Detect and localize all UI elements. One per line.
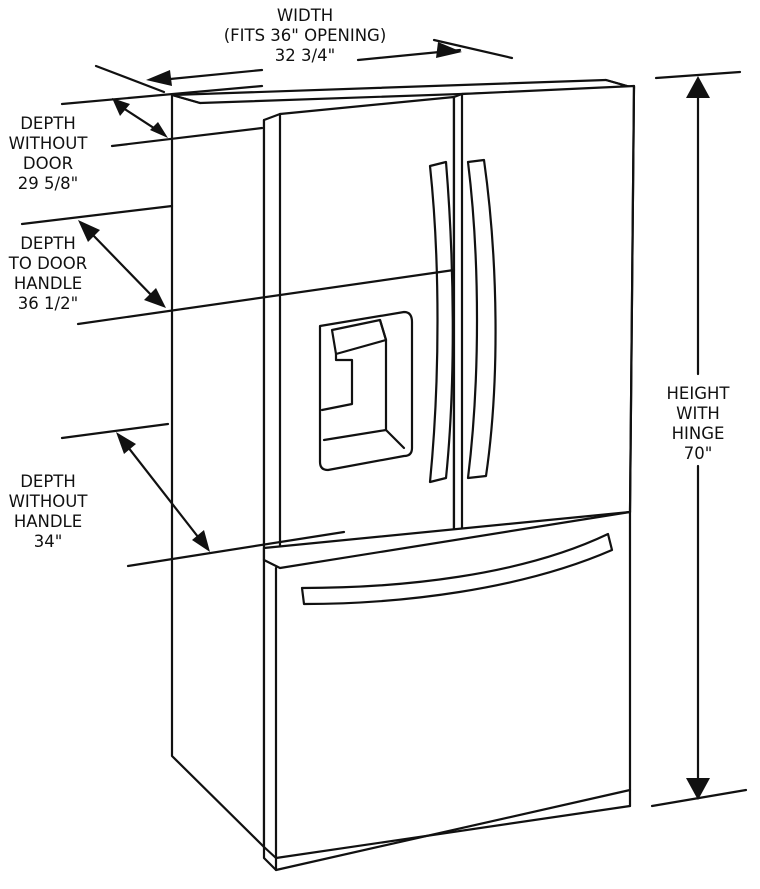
height-dimension (650, 70, 748, 808)
depth-to-door-handle-label: DEPTH TO DOOR HANDLE 36 1/2" (0, 234, 96, 314)
width-label-line2: (FITS 36" OPENING) (223, 26, 387, 45)
height-with-hinge-line3: HINGE (671, 424, 725, 443)
depth-without-handle-line3: HANDLE (13, 512, 83, 531)
right-french-door (452, 84, 636, 546)
depth-without-door-arrow-top (112, 98, 130, 116)
refrigerator (170, 78, 636, 872)
depth-without-door-line2: WITHOUT (8, 134, 88, 153)
height-with-hinge-value: 70" (683, 444, 713, 463)
width-label-line1: WIDTH (276, 6, 334, 25)
left-door-handle (428, 160, 454, 484)
fridge-left-side (170, 93, 266, 849)
depth-without-handle-arrow-top (116, 432, 136, 454)
depth-to-door-handle-dimension (20, 204, 456, 326)
height-with-hinge-line2: WITH (676, 404, 720, 423)
width-dimension (94, 38, 514, 94)
right-door-handle (466, 158, 497, 480)
water-dispenser (318, 310, 414, 472)
depth-without-door-line3: DOOR (22, 154, 74, 173)
width-label: WIDTH (FITS 36" OPENING) 32 3/4" (210, 6, 400, 66)
freezer-drawer-handle (300, 532, 614, 606)
depth-without-handle-line1: DEPTH (20, 472, 76, 491)
depth-to-door-handle-line2: TO DOOR (8, 254, 88, 273)
depth-without-handle-arrow-bottom (192, 530, 210, 552)
height-with-hinge-label: HEIGHT WITH HINGE 70" (652, 384, 744, 464)
height-with-hinge-line1: HEIGHT (666, 384, 730, 403)
depth-to-door-handle-arrow-bottom (144, 288, 166, 308)
depth-without-handle-line2: WITHOUT (8, 492, 88, 511)
depth-to-door-handle-arrow-top (78, 220, 100, 242)
depth-without-door-value: 29 5/8" (17, 174, 79, 193)
height-arrow-top (686, 76, 710, 98)
depth-without-door-arrow-bottom (150, 122, 168, 138)
depth-without-handle-dimension (60, 422, 346, 568)
width-arrow-left (146, 70, 172, 86)
width-label-value: 32 3/4" (274, 46, 336, 65)
depth-without-door-line1: DEPTH (20, 114, 76, 133)
freezer-drawer (262, 510, 632, 872)
depth-without-door-dimension (60, 84, 264, 148)
width-arrow-right (436, 42, 462, 58)
depth-to-door-handle-value: 36 1/2" (17, 294, 79, 313)
depth-without-handle-label: DEPTH WITHOUT HANDLE 34" (0, 472, 96, 552)
depth-without-handle-value: 34" (33, 532, 63, 551)
depth-to-door-handle-line3: HANDLE (13, 274, 83, 293)
height-arrow-bottom (686, 778, 710, 800)
depth-without-door-label: DEPTH WITHOUT DOOR 29 5/8" (0, 114, 96, 194)
depth-to-door-handle-line1: DEPTH (20, 234, 76, 253)
